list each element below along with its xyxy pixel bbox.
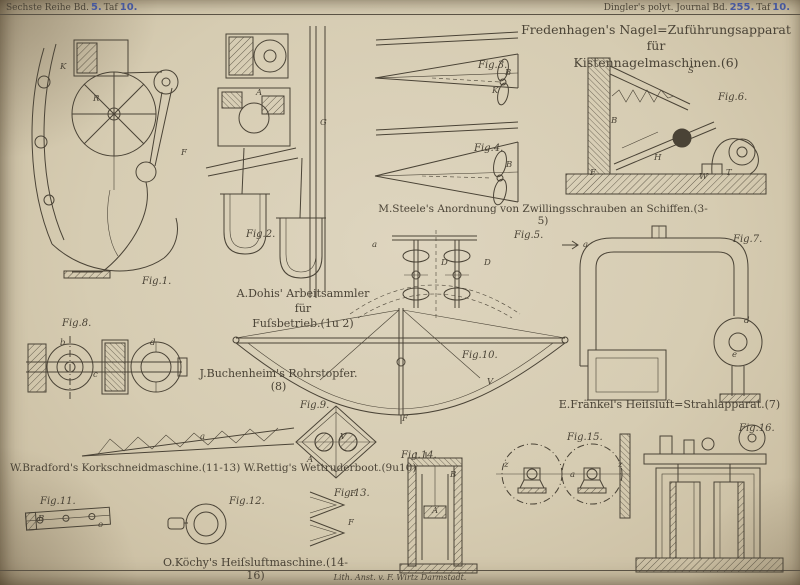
- part-label: D: [484, 258, 491, 268]
- header-left-plate: 10.: [119, 2, 138, 13]
- fig4-drawing: [374, 121, 519, 206]
- caption-fredenhagen-line1: Fredenhagen's Nagel=Zuführungsapparat fü…: [521, 22, 791, 54]
- fig2-caption: Fig.2.: [246, 229, 276, 240]
- fig9-caption: Fig.9.: [300, 400, 330, 411]
- fig5-caption: Fig.5.: [514, 230, 544, 241]
- caption-bradford: W.Bradford's Korkschneidmaschine.(11-13): [10, 462, 241, 474]
- caption-steele: M.Steele's Anordnung von Zwillingsschrau…: [378, 203, 708, 227]
- part-label: F: [402, 414, 408, 424]
- caption-dohis: A.Dohis' Arbeitsammler für Fuſsbetrieb.(…: [228, 287, 378, 332]
- part-label: F: [350, 489, 356, 499]
- part-label: z: [618, 460, 623, 470]
- part-label: B: [611, 116, 618, 126]
- caption-dohis-line2: Fuſsbetrieb.(1u 2): [252, 316, 354, 330]
- part-label: B: [505, 68, 512, 78]
- caption-koechy: O.Köchy's Heiſsluftmaschine.(14-16): [163, 556, 348, 582]
- caption-rettig: W.Rettig's Wettruderboot.(9u10): [243, 462, 417, 474]
- fig7-caption: Fig.7.: [733, 234, 763, 245]
- part-label: B: [450, 470, 457, 480]
- part-label: K: [492, 86, 499, 96]
- header-left-volume: 5.: [90, 2, 102, 13]
- caption-fredenhagen: Fredenhagen's Nagel=Zuführungsapparat fü…: [520, 22, 792, 71]
- part-label: D: [441, 258, 448, 268]
- fig16-drawing: [635, 424, 784, 573]
- part-label: S: [688, 66, 694, 76]
- part-label: A: [256, 88, 263, 98]
- part-label: T: [726, 168, 732, 178]
- fig16-caption: Fig.16.: [739, 423, 775, 434]
- part-label: A: [307, 455, 314, 465]
- fig5-drawing: [349, 230, 521, 319]
- part-label: F: [348, 518, 354, 528]
- fig8-drawing: [26, 336, 188, 400]
- fig2-drawing: [205, 26, 326, 298]
- fig1-drawing: [31, 39, 179, 279]
- fig13-drawing: [309, 491, 346, 547]
- caption-fredenhagen-line2: Kistennagelmaschinen.(6): [573, 54, 739, 70]
- header-right-prefix: Dingler's polyt. Journal Bd.: [603, 3, 728, 13]
- fig13-caption: Fig.13.: [334, 488, 370, 499]
- header-left-mid: Taf: [103, 3, 118, 13]
- header-right-volume: 255.: [729, 2, 755, 13]
- fig9-drawing: [81, 405, 377, 479]
- part-label: A: [432, 506, 439, 516]
- part-label: G: [320, 118, 327, 128]
- fig6-drawing: [565, 57, 767, 195]
- part-label: o: [98, 520, 104, 530]
- part-label: K: [60, 62, 67, 72]
- fig11-caption: Fig.11.: [40, 496, 76, 507]
- part-label: W: [699, 172, 708, 182]
- fig15-caption: Fig.15.: [567, 432, 603, 443]
- part-label: a: [372, 240, 378, 250]
- fig8-caption: Fig.8.: [62, 318, 92, 329]
- part-label: R: [93, 94, 100, 104]
- fig10-drawing: [232, 308, 569, 424]
- part-label: c: [93, 370, 98, 380]
- part-label: V: [340, 432, 347, 442]
- fig7-drawing: [562, 225, 763, 403]
- part-label: a: [583, 240, 589, 250]
- part-label: B: [506, 160, 513, 170]
- top-rule: [0, 14, 800, 15]
- fig3-caption: Fig.3.: [478, 60, 508, 71]
- caption-buchenheim: J.Buchenheim's Rohrstopfer.(8): [199, 367, 358, 393]
- part-label: a: [570, 470, 576, 480]
- part-label: F: [590, 168, 596, 178]
- fig4-caption: Fig.4.: [474, 143, 504, 154]
- part-label: H: [654, 153, 662, 163]
- fig10-caption: Fig.10.: [462, 350, 498, 361]
- header-left-prefix: Sechste Reihe Bd.: [6, 3, 89, 13]
- fig1-caption: Fig.1.: [142, 276, 172, 287]
- fig14-caption: Fig.14.: [401, 450, 437, 461]
- fig15-drawing: [496, 433, 631, 519]
- caption-bradford-rettig: W.Bradford's Korkschneidmaschine.(11-13)…: [10, 462, 416, 474]
- part-label: e: [732, 350, 738, 360]
- part-label: d: [150, 338, 156, 348]
- fig6-caption: Fig.6.: [718, 92, 748, 103]
- part-label: B: [38, 514, 45, 524]
- caption-fraenkel: E.Fränkel's Heiſsluft=Strahlapparat.(7): [558, 398, 781, 411]
- part-label: z: [504, 460, 509, 470]
- fig12-caption: Fig.12.: [229, 496, 265, 507]
- fig14-drawing: [399, 452, 478, 574]
- part-label: a: [200, 432, 206, 442]
- part-label: d: [744, 316, 750, 326]
- fig12-drawing: [167, 503, 227, 545]
- header-right-plate: 10.: [772, 2, 790, 13]
- lithographer-credit: Lith. Anst. v. F. Wirtz Darmstadt.: [333, 573, 467, 582]
- caption-dohis-line1: A.Dohis' Arbeitsammler für: [236, 287, 370, 315]
- header-right-mid: Taf: [756, 3, 771, 13]
- part-label: b: [60, 338, 66, 348]
- part-label: V: [487, 377, 494, 387]
- fig3-drawing: [374, 31, 519, 106]
- part-label: F: [181, 148, 187, 158]
- fig11-drawing: [24, 506, 111, 531]
